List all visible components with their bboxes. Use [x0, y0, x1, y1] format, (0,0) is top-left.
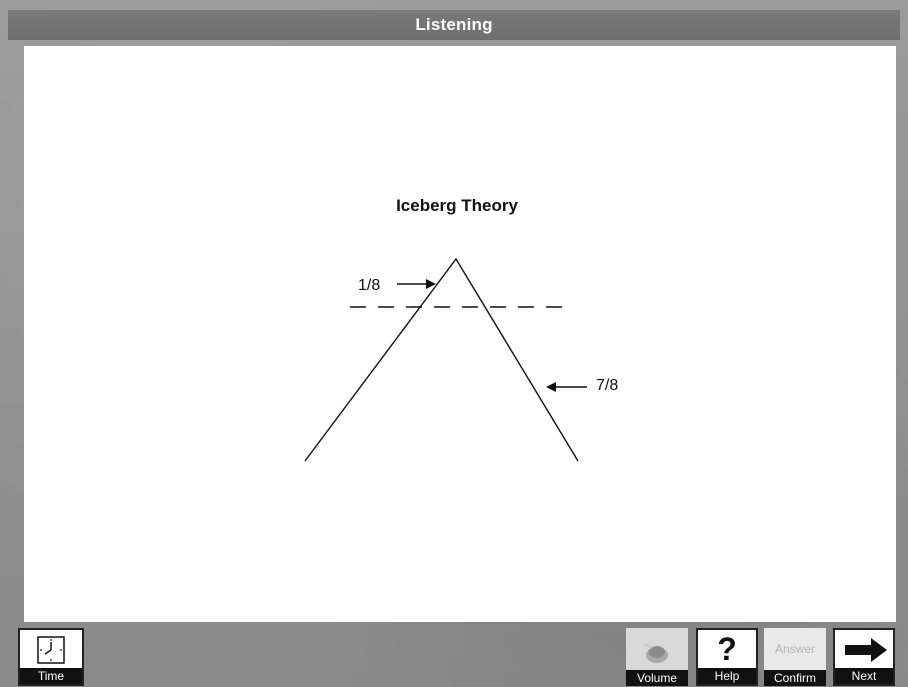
- help-button[interactable]: ? Help: [696, 628, 758, 686]
- bottom-toolbar: Time Volume ? Help Answer Confirm Next: [0, 626, 908, 687]
- diagram-title: Iceberg Theory: [396, 196, 518, 215]
- label-one-eighth: 1/8: [358, 277, 381, 294]
- content-panel: Iceberg Theory 1/8 7/8: [24, 46, 896, 622]
- title-bar: Listening: [8, 10, 900, 40]
- clock-icon: [37, 636, 65, 664]
- time-label: Time: [20, 668, 82, 684]
- iceberg-diagram: [304, 257, 587, 462]
- next-label: Next: [835, 668, 893, 684]
- answer-label: Answer: [774, 642, 815, 656]
- time-button[interactable]: Time: [18, 628, 84, 686]
- confirm-answer-button[interactable]: Answer Confirm: [764, 628, 826, 686]
- volume-label: Volume: [626, 670, 688, 686]
- arrow-right-icon: [845, 638, 887, 662]
- confirm-label: Confirm: [764, 670, 826, 686]
- speaker-icon: [643, 643, 668, 663]
- window-title: Listening: [415, 15, 493, 34]
- arrow-bottom-head: [546, 382, 556, 392]
- volume-button[interactable]: Volume: [626, 628, 688, 686]
- help-label: Help: [698, 668, 756, 684]
- label-seven-eighths: 7/8: [596, 377, 619, 394]
- next-button[interactable]: Next: [833, 628, 895, 686]
- arrow-top-head: [426, 279, 436, 289]
- question-mark-icon: ?: [717, 631, 737, 667]
- iceberg-outline: [304, 257, 579, 462]
